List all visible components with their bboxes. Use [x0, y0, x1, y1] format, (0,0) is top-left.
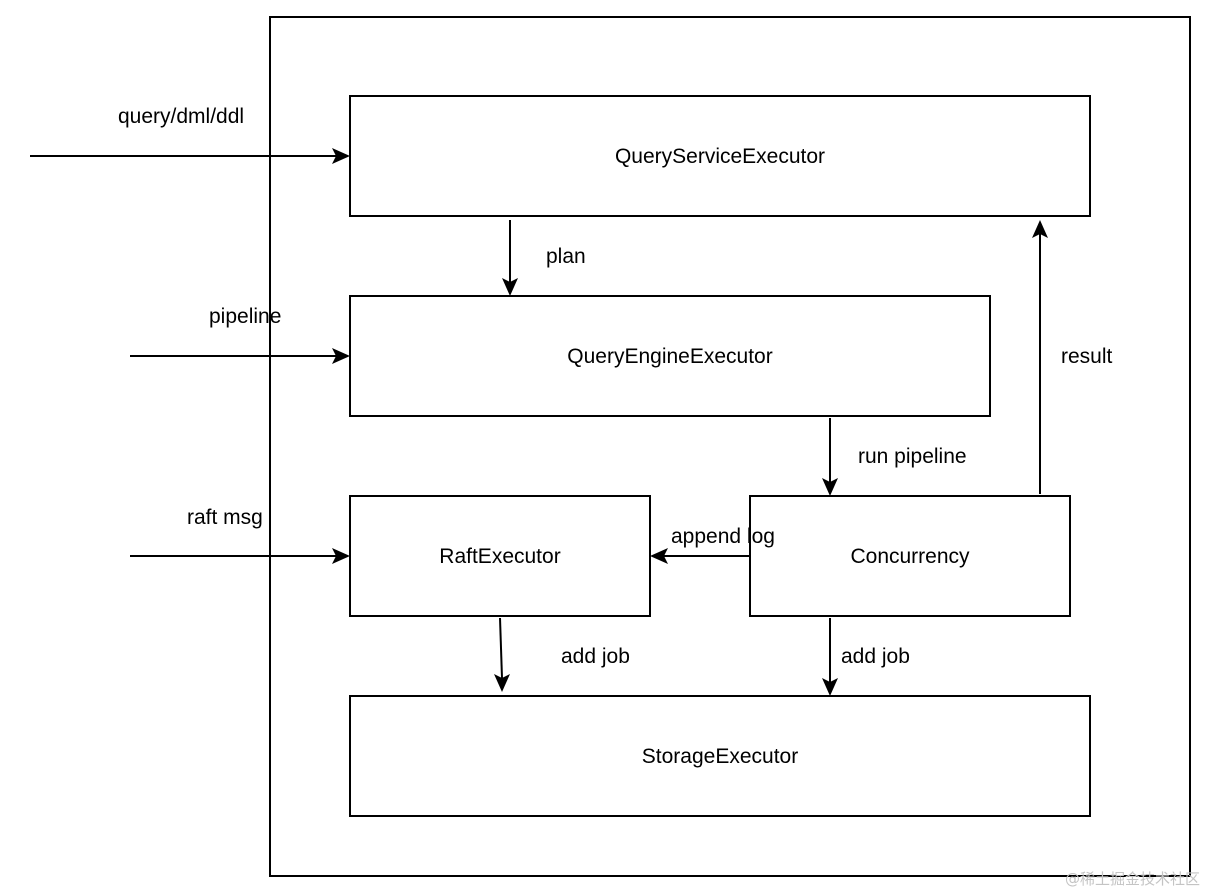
edge-label-run-pipeline: run pipeline — [858, 445, 967, 468]
node-concurrency: Concurrency — [749, 495, 1071, 617]
node-label: StorageExecutor — [642, 745, 798, 768]
edge-result — [1032, 220, 1048, 494]
edge-label-result: result — [1061, 345, 1113, 368]
node-label: QueryEngineExecutor — [567, 345, 772, 368]
edge-label-plan: plan — [546, 245, 586, 268]
edge-add-job-raft — [494, 617, 510, 692]
node-query-service-executor: QueryServiceExecutor — [349, 95, 1091, 217]
edge-label-add-job-raft: add job — [561, 645, 630, 668]
node-query-engine-executor: QueryEngineExecutor — [349, 295, 991, 417]
edge-run-pipeline — [822, 418, 838, 496]
node-label: QueryServiceExecutor — [615, 145, 825, 168]
node-label: Concurrency — [850, 545, 970, 568]
watermark: @稀土掘金技术社区 — [1065, 870, 1200, 888]
edge-plan — [502, 220, 518, 296]
outer-frame — [269, 16, 1191, 877]
edge-label-pipeline: pipeline — [209, 305, 281, 328]
edge-query-input — [30, 148, 350, 164]
node-raft-executor: RaftExecutor — [349, 495, 651, 617]
edge-label-query: query/dml/ddl — [118, 105, 244, 128]
edge-raft-msg-input — [130, 548, 350, 564]
edge-pipeline-input — [130, 348, 350, 364]
node-label: RaftExecutor — [439, 545, 560, 568]
edge-label-add-job-concurrency: add job — [841, 645, 910, 668]
edge-append-log — [650, 548, 750, 564]
edge-label-raft-msg: raft msg — [187, 506, 263, 529]
edge-add-job-concurrency — [822, 618, 838, 696]
node-storage-executor: StorageExecutor — [349, 695, 1091, 817]
edge-label-append-log: append log — [671, 525, 775, 548]
